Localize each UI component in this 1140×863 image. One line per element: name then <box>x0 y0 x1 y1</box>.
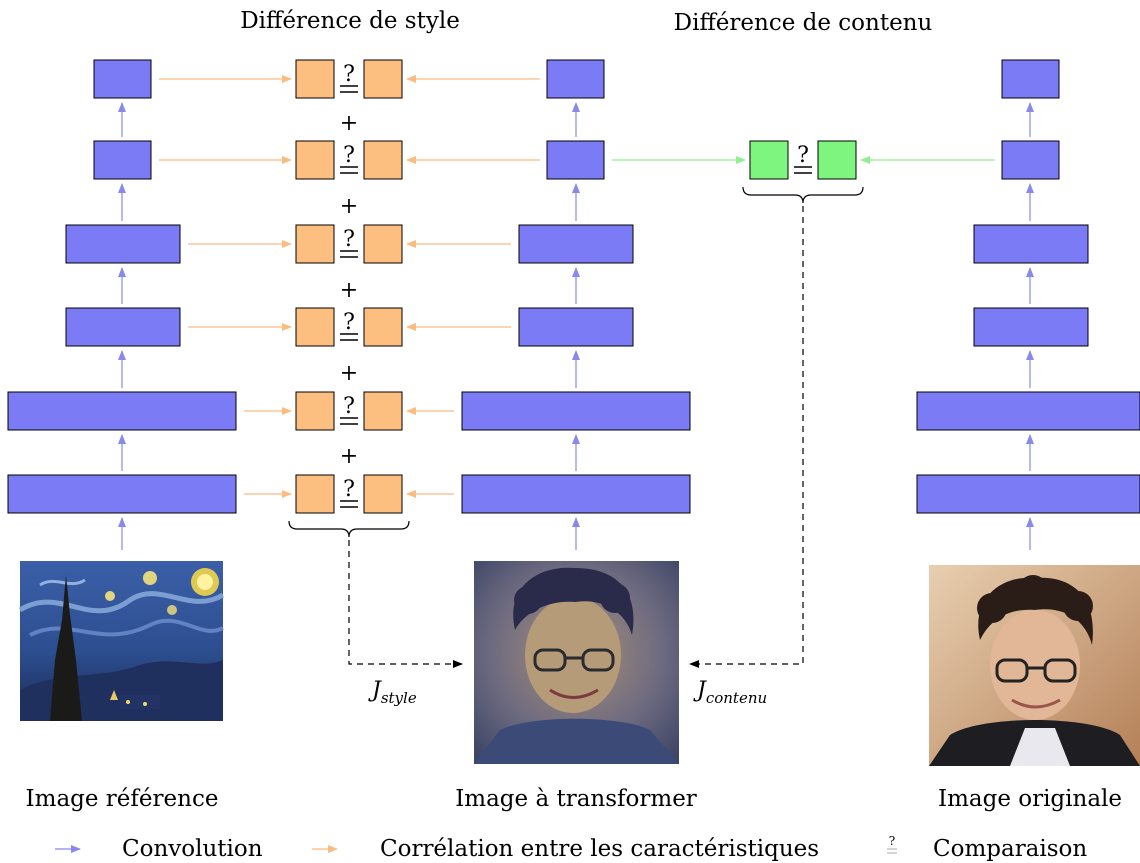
svg-text:?: ? <box>343 227 355 252</box>
content-loss-label: Jcontenu <box>693 678 767 707</box>
original-image <box>929 565 1140 766</box>
gram-tr-4 <box>363 307 403 347</box>
svg-text:?: ? <box>343 310 355 335</box>
orig-layer-3 <box>973 307 1089 347</box>
caption-reference: Image référence <box>26 786 219 812</box>
orig-layer-2 <box>916 391 1140 431</box>
compare-symbol: ? <box>340 62 358 93</box>
ref-layer-6 <box>93 59 152 99</box>
reference-image <box>18 561 225 721</box>
ref-layer-4 <box>65 224 181 264</box>
ref-layer-1 <box>7 474 237 514</box>
style-loss-arrow <box>348 540 463 668</box>
svg-text:?: ? <box>889 834 895 848</box>
plus-sign: + <box>340 111 358 136</box>
reference-network <box>7 59 237 550</box>
orig-layer-4 <box>973 224 1089 264</box>
content-loss-arrow <box>689 206 804 668</box>
compare-symbol: ? <box>340 310 358 341</box>
plus-sign: + <box>340 278 358 303</box>
gram-ref-2 <box>295 140 335 180</box>
caption-transform: Image à transformer <box>455 786 697 812</box>
legend-comparison-label: Comparaison <box>933 836 1087 862</box>
caption-original: Image originale <box>938 786 1122 812</box>
svg-text:?: ? <box>343 143 355 168</box>
content-feature-orig <box>817 140 857 180</box>
style-sum-brace <box>288 520 410 538</box>
tr-layer-5 <box>546 140 605 180</box>
plus-sign: + <box>340 361 358 386</box>
gram-tr-2 <box>363 140 403 180</box>
legend: Convolution Corrélation entre les caract… <box>55 834 1087 862</box>
gram-ref-1 <box>295 59 335 99</box>
compare-symbol: ? <box>340 394 358 425</box>
plus-sign: + <box>340 444 358 469</box>
style-comparisons: ? ? ? ? ? ? + + <box>159 59 540 538</box>
orig-layer-1 <box>916 474 1140 514</box>
svg-text:?: ? <box>343 62 355 87</box>
compare-symbol: ? <box>794 143 812 174</box>
ref-layer-2 <box>7 391 237 431</box>
legend-correlation-label: Corrélation entre les caractéristiques <box>380 836 819 862</box>
gram-tr-6 <box>363 474 403 514</box>
content-feature-tr <box>749 140 789 180</box>
ref-layer-5 <box>93 140 152 180</box>
legend-comparison-symbol: ? <box>887 834 897 854</box>
gram-tr-3 <box>363 224 403 264</box>
svg-text:?: ? <box>343 477 355 502</box>
gram-ref-6 <box>295 474 335 514</box>
gram-ref-3 <box>295 224 335 264</box>
content-difference-title: Différence de contenu <box>674 10 933 36</box>
tr-layer-4 <box>518 224 634 264</box>
tr-layer-3 <box>518 307 634 347</box>
plus-sign: + <box>340 194 358 219</box>
style-loss-label: Jstyle <box>368 678 417 707</box>
gram-ref-5 <box>295 391 335 431</box>
transform-image <box>474 561 679 764</box>
gram-tr-1 <box>363 59 403 99</box>
svg-text:?: ? <box>343 394 355 419</box>
compare-symbol: ? <box>340 143 358 174</box>
ref-layer-3 <box>65 307 181 347</box>
orig-layer-5 <box>1001 140 1060 180</box>
compare-symbol: ? <box>340 477 358 508</box>
tr-layer-1 <box>461 474 691 514</box>
original-network <box>916 59 1140 550</box>
compare-symbol: ? <box>340 227 358 258</box>
gram-ref-4 <box>295 307 335 347</box>
tr-layer-6 <box>546 59 605 99</box>
legend-convolution-label: Convolution <box>122 836 263 862</box>
content-brace <box>742 186 864 204</box>
gram-tr-5 <box>363 391 403 431</box>
content-comparison: ? <box>612 140 995 204</box>
transform-network <box>461 59 691 550</box>
svg-text:?: ? <box>797 143 809 168</box>
style-difference-title: Différence de style <box>240 8 460 34</box>
tr-layer-2 <box>461 391 691 431</box>
orig-layer-6 <box>1001 59 1060 99</box>
